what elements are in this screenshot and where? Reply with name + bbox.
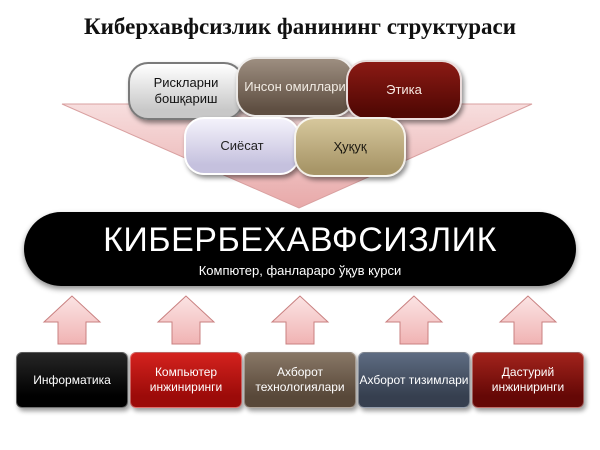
discipline-information-technology: Ахборот технологиялари	[244, 352, 356, 408]
discipline-computer-engineering: Компьютер инжиниринги	[130, 352, 242, 408]
discipline-label: Ахборот технологиялари	[255, 365, 345, 394]
up-arrow-1	[42, 295, 102, 345]
main-discipline-subtitle: Компютер, фанлараро ўқув курси	[198, 263, 402, 278]
main-discipline-bar: КИБЕРБЕХАВФСИЗЛИК Компютер, фанлараро ўқ…	[24, 212, 576, 286]
factor-law-label: Ҳуқуқ	[333, 139, 367, 154]
factor-policy: Сиёсат	[184, 117, 300, 175]
discipline-software-engineering: Дастурий инжиниринги	[472, 352, 584, 408]
factor-policy-label: Сиёсат	[220, 138, 264, 153]
up-arrow-5	[498, 295, 558, 345]
factor-ethics-label: Этика	[386, 82, 422, 97]
main-discipline-title: КИБЕРБЕХАВФСИЗЛИК	[103, 221, 497, 259]
discipline-information-systems: Ахборот тизимлари	[358, 352, 470, 408]
factor-law: Ҳуқуқ	[294, 117, 406, 177]
discipline-label: Дастурий инжиниринги	[491, 365, 565, 394]
discipline-label: Ахборот тизимлари	[359, 372, 469, 387]
discipline-label: Информатика	[33, 372, 111, 387]
factor-risk-label: Рискларни бошқариш	[153, 75, 219, 106]
up-arrow-3	[270, 295, 330, 345]
page-title: Киберхавфсизлик фанининг структураси	[83, 14, 517, 39]
discipline-label: Компьютер инжиниринги	[149, 365, 223, 394]
discipline-computer-science: Информатика	[16, 352, 128, 408]
up-arrow-4	[384, 295, 444, 345]
factor-risk-management: Рискларни бошқариш	[128, 62, 244, 120]
up-arrow-2	[156, 295, 216, 345]
factor-human-factors: Инсон омиллари	[236, 57, 354, 117]
factor-human-label: Инсон омиллари	[244, 79, 346, 94]
factor-ethics: Этика	[346, 60, 462, 120]
